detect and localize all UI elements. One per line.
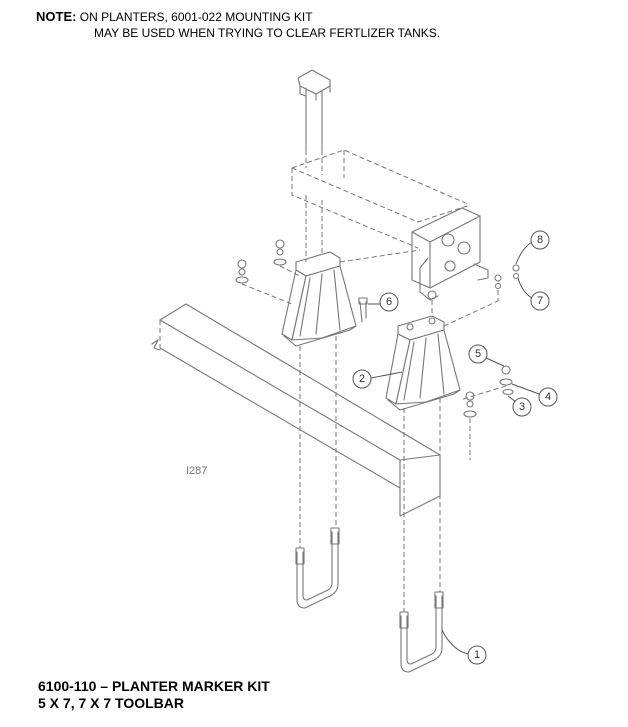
assembly-guide-lines [299,150,501,612]
callout-5-label: 5 [475,348,481,360]
callout-5: 5 [468,344,505,367]
callout-4-label: 4 [545,391,551,403]
callout-1: 1 [441,629,487,665]
callout-2-label: 2 [359,373,365,385]
callout-3: 3 [507,395,532,417]
note-label: NOTE: [36,9,77,24]
callout-7: 7 [517,277,550,311]
callout-4: 4 [511,383,558,407]
callout-7-label: 7 [537,295,543,307]
left-hardware [235,239,368,323]
note-line-2: MAY BE USED WHEN TRYING TO CLEAR FERTLIZ… [94,26,441,40]
callout-8: 8 [515,230,550,265]
callout-1-label: 1 [474,649,480,661]
upper-tube [291,149,471,249]
callout-6-label: 6 [386,296,392,308]
callout-3-label: 3 [519,401,525,413]
u-bolt-right [399,591,444,673]
left-stand [281,251,357,347]
kit-title: 6100-110 – PLANTER MARKER KIT 5 X 7, 7 X… [38,678,270,712]
note-block: NOTE: ON PLANTERS, 6001-022 MOUNTING KIT… [36,9,440,41]
toolbar-tube [151,303,441,517]
kit-title-line-2: 5 X 7, 7 X 7 TOOLBAR [38,695,185,711]
callout-8-label: 8 [537,234,543,246]
right-hardware [459,264,520,460]
right-stand [385,315,461,411]
kit-title-line-1: 6100-110 – PLANTER MARKER KIT [38,678,270,694]
callout-2: 2 [352,369,403,389]
note-line-1: ON PLANTERS, 6001-022 MOUNTING KIT [79,10,313,24]
pivot-plate [411,207,489,301]
top-mounting-bracket [297,69,331,151]
callout-6: 6 [368,292,399,312]
drawing-reference-code: I287 [186,465,207,477]
u-bolt-left [295,527,340,609]
